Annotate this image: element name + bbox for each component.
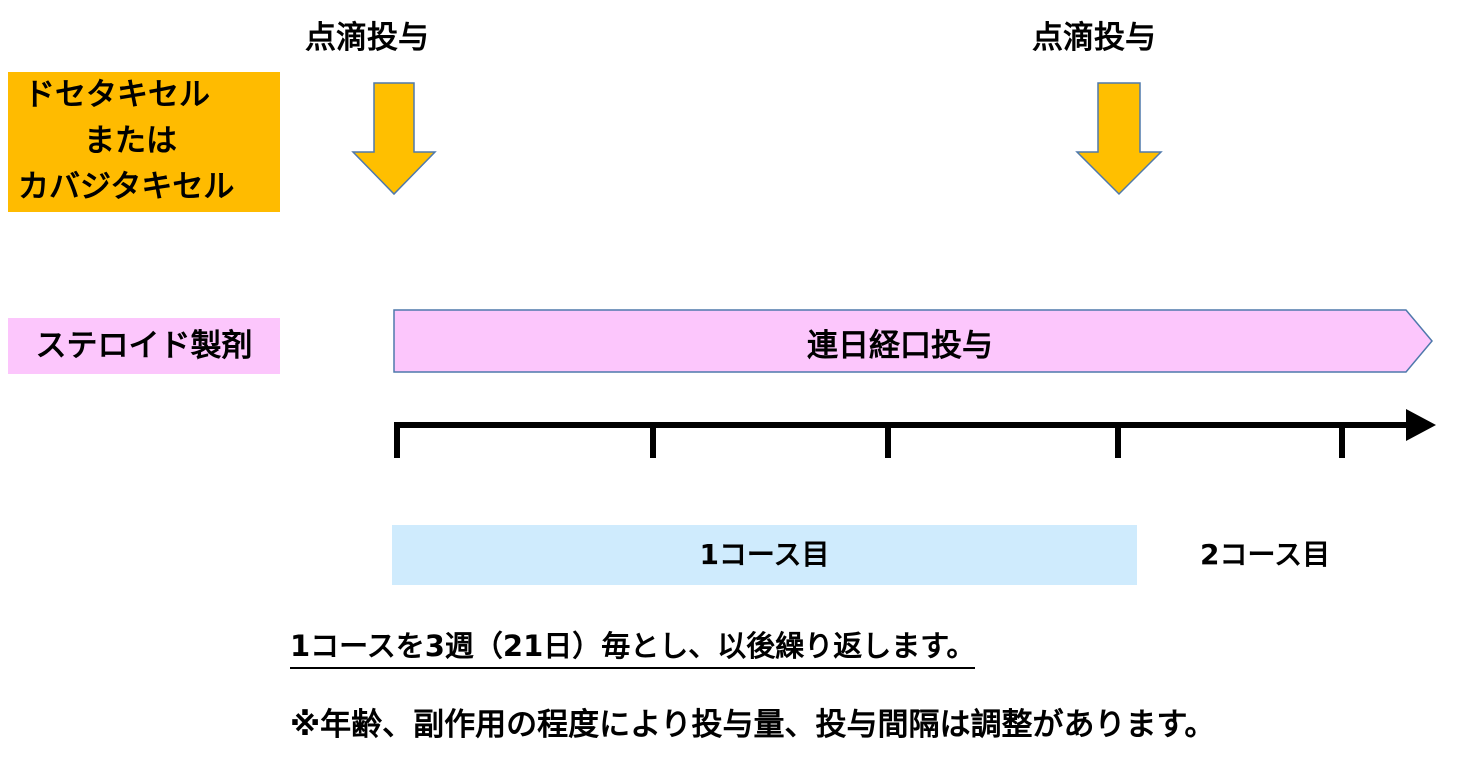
- drug-name-cabazitaxel: カバジタキセル: [18, 169, 235, 205]
- oral-administration-label: 連日経口投与: [807, 328, 993, 364]
- drug-name-or: または: [84, 123, 177, 159]
- infusion-label-second: 点滴投与: [1032, 20, 1156, 56]
- course-2-label: 2コース目: [1200, 538, 1331, 571]
- infusion-arrow-second: [1075, 82, 1163, 196]
- oral-administration-band: [393, 309, 1433, 373]
- infusion-label-first: 点滴投与: [305, 20, 429, 56]
- drug-name-docetaxel: ドセタキセル: [24, 77, 210, 113]
- adjustment-note: ※年齢、副作用の程度により投与量、投与間隔は調整があります。: [290, 707, 1216, 743]
- cycle-note: 1コースを3週（21日）毎とし、以後繰り返します。: [290, 625, 976, 669]
- course-1-box: 1コース目: [392, 525, 1137, 585]
- timeline-arrowhead: [1406, 409, 1436, 441]
- infusion-arrow-first: [351, 82, 437, 196]
- steroid-label-box: ステロイド製剤: [8, 318, 280, 374]
- drug-label-box: ドセタキセル または カバジタキセル: [8, 72, 280, 212]
- timeline-axis: [394, 409, 1436, 458]
